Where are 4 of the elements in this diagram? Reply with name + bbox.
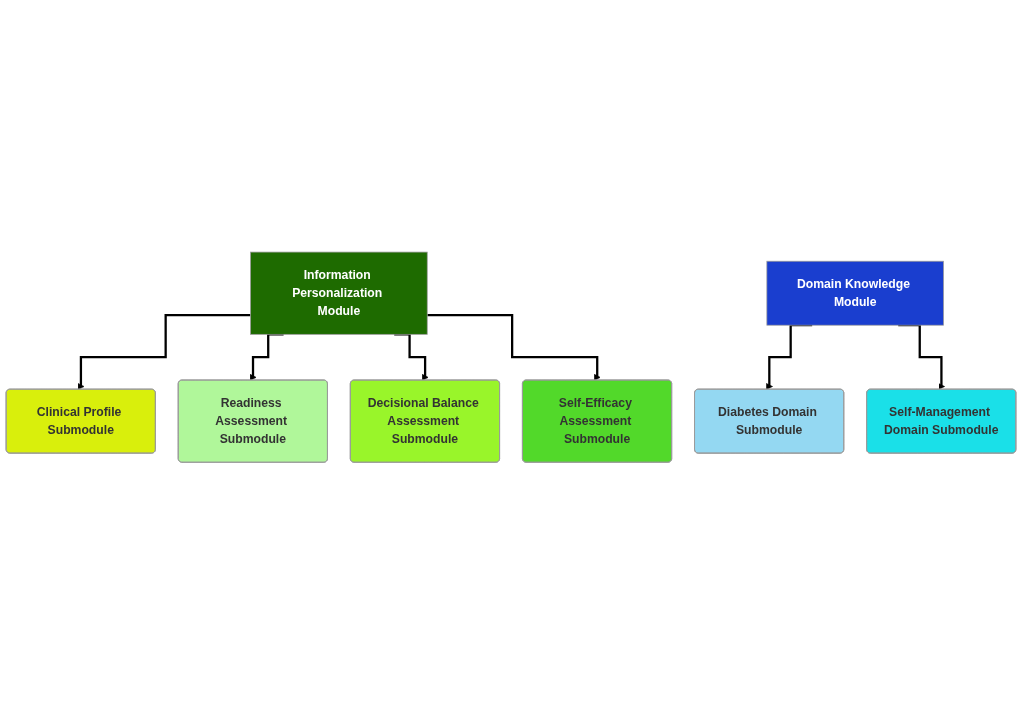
arrow [77, 313, 251, 390]
node-box: Domain Knowledge Module [766, 260, 944, 326]
arrow [427, 313, 601, 381]
node-box: Information Personalization Module [250, 251, 428, 335]
